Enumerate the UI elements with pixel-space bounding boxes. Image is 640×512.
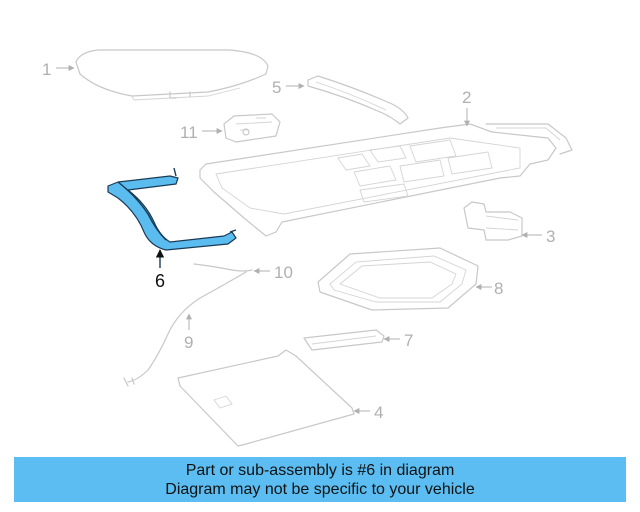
- info-banner: Part or sub-assembly is #6 in diagram Di…: [14, 457, 626, 502]
- callout-8: 8: [475, 279, 503, 298]
- banner-line-2: Diagram may not be specific to your vehi…: [165, 480, 475, 498]
- part-3-bracket: [463, 201, 523, 241]
- part-6-highlighted: [107, 167, 237, 251]
- svg-text:9: 9: [184, 333, 193, 352]
- callout-2: 2: [462, 88, 471, 127]
- callout-4: 4: [353, 403, 383, 422]
- banner-line-1: Part or sub-assembly is #6 in diagram: [185, 461, 455, 479]
- part-11-motor: [223, 113, 281, 143]
- callout-9: 9: [184, 313, 193, 352]
- part-5-rail-strip: [307, 75, 409, 125]
- callout-5: 5: [272, 78, 305, 97]
- callout-10: 10: [253, 263, 293, 282]
- svg-text:11: 11: [180, 123, 198, 142]
- callout-1: 1: [42, 60, 75, 79]
- svg-text:2: 2: [462, 88, 471, 107]
- svg-text:5: 5: [272, 78, 281, 97]
- callout-11: 11: [180, 123, 223, 142]
- part-4-sunshade: [177, 349, 355, 447]
- callout-7: 7: [383, 331, 413, 350]
- svg-text:1: 1: [42, 60, 51, 79]
- svg-text:8: 8: [494, 279, 503, 298]
- part-9-drain-hose: [123, 271, 247, 387]
- svg-text:3: 3: [546, 227, 555, 246]
- callout-3: 3: [521, 227, 555, 246]
- svg-text:6: 6: [155, 271, 165, 291]
- svg-text:4: 4: [374, 403, 383, 422]
- part-8-seal-frame: [317, 247, 479, 311]
- callout-6: 6: [155, 249, 165, 291]
- part-1-glass-panel: [75, 49, 269, 101]
- svg-text:10: 10: [274, 263, 293, 282]
- svg-text:7: 7: [404, 331, 413, 350]
- part-10-drain-tube: [193, 263, 253, 272]
- part-7-strip: [303, 329, 385, 351]
